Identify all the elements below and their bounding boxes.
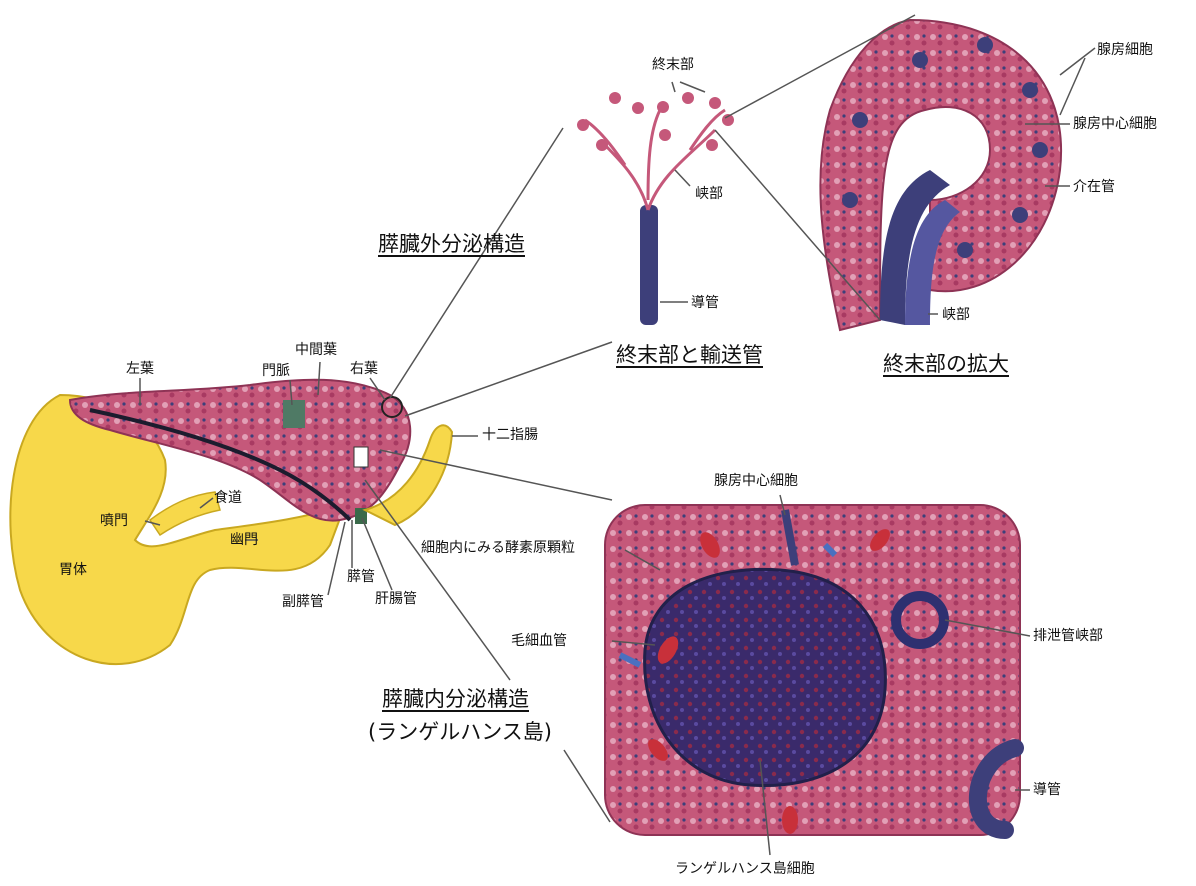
label-centroacinar-cell-islet: 腺房中心細胞	[714, 474, 798, 488]
title-terminal-enlarged: 終末部の拡大	[883, 352, 1009, 376]
label-pancreatic-duct: 膵管	[347, 570, 375, 584]
label-excretory-isthmus: 排泄管峡部	[1033, 629, 1103, 643]
islet-drawing	[605, 505, 1020, 835]
label-hepatopancreatic-duct: 肝腸管	[375, 592, 417, 606]
label-capillary: 毛細血管	[511, 634, 567, 648]
label-portal-vein: 門脈	[262, 364, 290, 378]
title-terminal-and-duct: 終末部と輸送管	[616, 343, 763, 367]
label-right-lobe: 右葉	[350, 362, 378, 376]
label-intercalated-duct: 介在管	[1073, 180, 1115, 194]
subtitle-endocrine: (ランゲルハンス島)	[368, 722, 552, 743]
label-acinar-cell: 腺房細胞	[1097, 43, 1153, 57]
label-centroacinar-cell-top: 腺房中心細胞	[1073, 117, 1157, 131]
label-conduit-islet: 導管	[1033, 783, 1061, 797]
title-endocrine: 膵臓内分泌構造	[382, 687, 529, 711]
label-duodenum: 十二指腸	[482, 428, 538, 442]
label-stomach-body: 胃体	[59, 563, 87, 577]
acinus-drawing	[820, 20, 1061, 330]
label-pylorus: 幽門	[230, 533, 258, 547]
title-exocrine: 膵臓外分泌構造	[378, 232, 525, 256]
label-isthmus-duct: 峡部	[695, 187, 723, 201]
label-accessory-duct: 副膵管	[282, 595, 324, 609]
label-middle-lobe: 中間葉	[295, 343, 337, 357]
label-zymogen-granules: 細胞内にみる酵素原顆粒	[421, 541, 575, 555]
label-isthmus-acinus: 峡部	[942, 308, 970, 322]
label-cardia: 噴門	[100, 514, 128, 528]
label-esophagus: 食道	[214, 491, 242, 505]
label-terminal-part: 終末部	[652, 58, 694, 72]
label-left-lobe: 左葉	[126, 362, 154, 376]
label-conduit-duct: 導管	[691, 296, 719, 310]
label-islet-cell: ランゲルハンス島細胞	[675, 862, 815, 876]
